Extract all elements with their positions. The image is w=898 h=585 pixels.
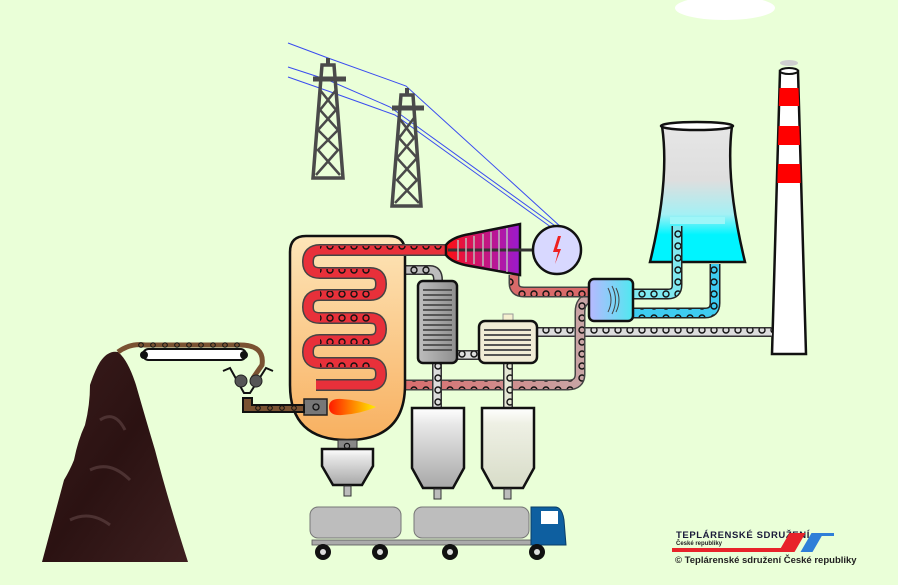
coal-pile xyxy=(42,351,188,562)
exhaust-steam-pipe xyxy=(508,275,600,298)
fly-ash-silo xyxy=(410,406,466,500)
cooling-water-pipes xyxy=(625,226,721,319)
logo-title: TEPLÁRENSKÉ SDRUŽENÍ xyxy=(676,530,810,541)
transmission-tower-right xyxy=(390,88,424,208)
cloud xyxy=(675,0,775,20)
logo-red-bar xyxy=(672,548,786,552)
tanker-truck xyxy=(309,506,567,560)
cooling-tower xyxy=(648,120,747,264)
logo-subtitle: České republiky xyxy=(676,541,723,547)
electrostatic-precipitator xyxy=(416,279,459,365)
generator xyxy=(531,224,583,276)
logo-blue-bar xyxy=(812,533,834,536)
ash-hopper xyxy=(320,439,375,497)
burner xyxy=(303,398,376,416)
flame xyxy=(329,398,376,416)
feedwater-pipe xyxy=(316,291,593,391)
company-logo: TEPLÁRENSKÉ SDRUŽENÍ České republiky © T… xyxy=(672,527,892,577)
condenser xyxy=(587,277,635,323)
flue-gas-pipes xyxy=(398,265,513,412)
coal-conveyor xyxy=(116,342,265,380)
desulfurization-unit xyxy=(477,313,539,365)
lightning-icon xyxy=(553,236,561,264)
power-lines xyxy=(287,42,563,231)
copyright-text: © Teplárenské sdružení České republiky xyxy=(675,555,857,566)
gypsum-silo xyxy=(480,406,536,500)
coal-mill xyxy=(222,366,305,413)
steam-turbine xyxy=(444,222,540,277)
chimney xyxy=(770,60,808,356)
steam-coils xyxy=(301,244,450,391)
transmission-tower-left xyxy=(311,58,346,180)
